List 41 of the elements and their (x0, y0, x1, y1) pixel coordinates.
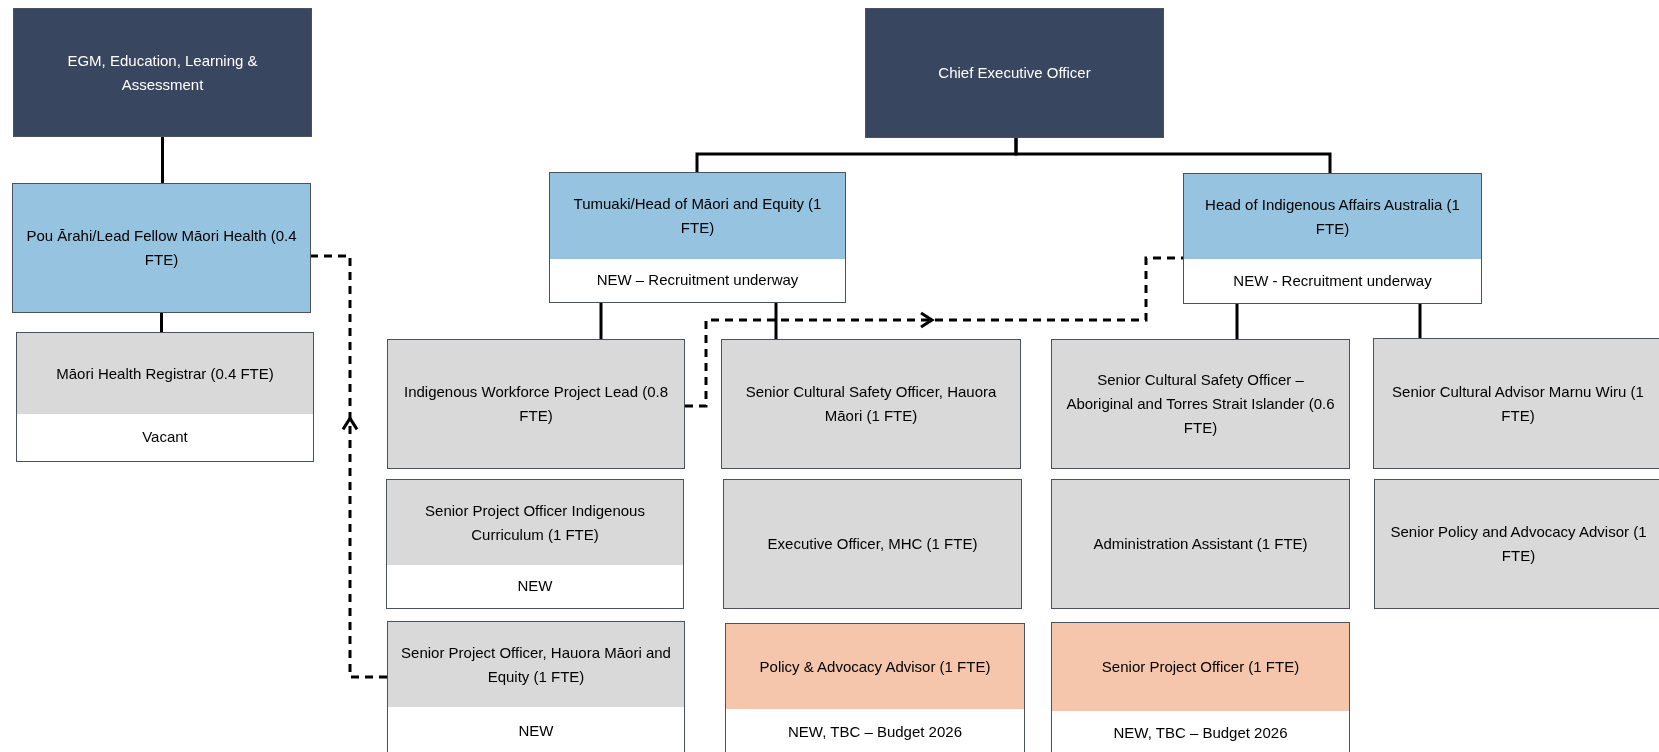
role-title: Senior Cultural Advisor Marnu Wiru (1 FTE) (1391, 381, 1645, 426)
role-title: Senior Project Officer Indigenous Curriculum (1 FTE) (424, 500, 646, 545)
role-box (1374, 479, 1659, 609)
status-note: NEW, TBC – Budget 2026 (1113, 722, 1288, 743)
role-title: Senior Cultural Safety Officer – Aboriginal and Torres Strait Islander (0.6 FTE) (1065, 370, 1336, 438)
status-note: NEW (517, 576, 553, 597)
role-box (12, 183, 311, 313)
role-box (387, 621, 685, 752)
status-note: NEW, TBC – Budget 2026 (788, 721, 962, 742)
role-box (387, 339, 685, 469)
role-box (1183, 173, 1482, 304)
status-note: NEW - Recruitment underway (1233, 270, 1432, 291)
role-title: Policy & Advocacy Advisor (1 FTE) (759, 656, 991, 677)
role-box (721, 339, 1021, 469)
role-box (1051, 622, 1350, 752)
role-title: Pou Ārahi/Lead Fellow Māori Health (0.4 FTE) (25, 226, 298, 270)
role-box (16, 332, 314, 462)
role-title: Indigenous Workforce Project Lead (0.8 FTE) (402, 382, 669, 426)
role-box (725, 623, 1025, 752)
role-box (549, 172, 846, 303)
role-title: Chief Executive Officer (938, 63, 1091, 83)
role-box (1373, 338, 1659, 469)
role-title: Senior Project Officer, Hauora Māori and Equity (1 FTE) (400, 642, 672, 687)
status-note: NEW – Recruitment underway (596, 270, 799, 291)
role-title: Senior Project Officer (1 FTE) (1101, 657, 1300, 677)
status-note: Vacant (142, 427, 188, 448)
role-title: Senior Cultural Safety Officer, Hauora Māori (1 FTE) (744, 382, 998, 426)
role-box (1051, 479, 1350, 609)
role-box (1051, 339, 1350, 469)
role-title: Head of Indigenous Affairs Australia (1 FTE) (1204, 194, 1461, 239)
role-box (13, 8, 312, 137)
role-title: Māori Health Registrar (0.4 FTE) (56, 363, 274, 384)
role-box (386, 479, 684, 609)
role-box (865, 8, 1164, 138)
role-title: Senior Policy and Advocacy Advisor (1 FTE) (1389, 522, 1648, 566)
role-title: Executive Officer, MHC (1 FTE) (767, 534, 978, 554)
role-title: EGM, Education, Learning & Assessment (66, 50, 259, 95)
status-note: NEW (518, 720, 554, 741)
role-title: Administration Assistant (1 FTE) (1093, 534, 1308, 554)
role-title: Tumuaki/Head of Māori and Equity (1 FTE) (572, 194, 823, 238)
role-box (723, 479, 1022, 609)
